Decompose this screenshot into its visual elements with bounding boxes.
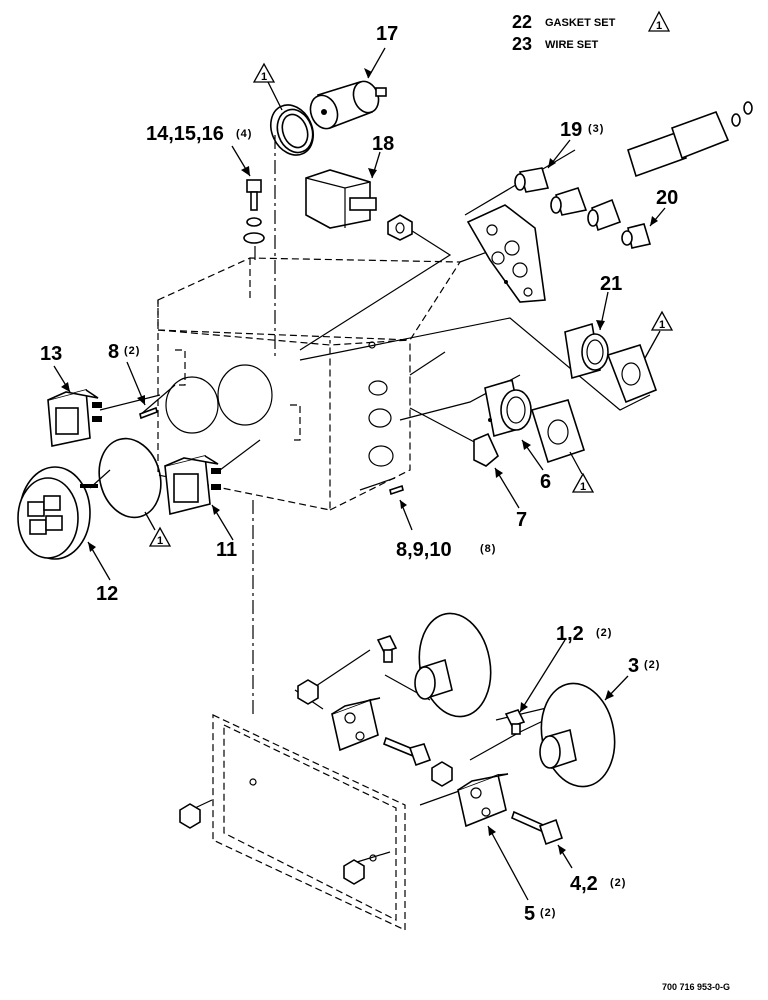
part-20-connector <box>621 223 652 249</box>
part-5-bracket-upper <box>331 697 381 752</box>
part-3-mirror-right <box>539 682 616 788</box>
gasket-flag-12: 1 <box>144 511 172 547</box>
part-23-wire-sleeve <box>627 101 753 178</box>
callout-11: 11 <box>216 539 237 561</box>
legend-text-wire-set: WIRE SET <box>545 39 598 51</box>
gasket-oring-12 <box>98 437 162 519</box>
callout-8-label: 8 <box>108 341 119 363</box>
part-1-2-bolt-lower <box>504 709 526 735</box>
callout-3: 3 (2) <box>628 655 660 677</box>
callout-12: 12 <box>96 583 118 605</box>
nut-upper <box>297 679 319 705</box>
nut-plate-left <box>179 803 201 829</box>
gasket-ring-17 <box>270 104 314 156</box>
callout-8-9-10-qty: (8) <box>480 543 496 555</box>
callout-19-qty: (3) <box>588 123 604 135</box>
part-1-2-bolt-upper <box>376 635 398 663</box>
callout-7: 7 <box>516 509 527 531</box>
part-14-16-screw-washers <box>243 179 265 244</box>
gasket-flag-21-text: 1 <box>659 319 665 331</box>
leader-lines <box>53 47 666 901</box>
callout-8-9-10: 8,9,10 (8) <box>396 539 496 561</box>
part-19-connector-a <box>514 167 550 193</box>
housing-box <box>157 257 462 511</box>
cover-plate <box>212 500 406 931</box>
callout-13-label: 13 <box>40 343 62 365</box>
part-4-2-bolt-upper <box>383 736 432 767</box>
part-21-receptacle <box>564 322 658 404</box>
callout-12-label: 12 <box>96 583 118 605</box>
callout-1-2-label: 1,2 <box>556 623 584 645</box>
drawing-number: 700 716 953-0-G <box>662 982 730 992</box>
callout-8-qty: (2) <box>124 345 140 357</box>
gasket-flag-21: 1 <box>644 310 674 359</box>
callout-8-9-10-label: 8,9,10 <box>396 539 452 561</box>
callout-21: 21 <box>600 273 622 295</box>
part-19-connector-c <box>587 198 622 232</box>
gasket-flag-12-text: 1 <box>157 535 163 547</box>
callout-4-2-qty: (2) <box>610 877 626 889</box>
callout-3-qty: (2) <box>644 659 660 671</box>
callout-5-qty: (2) <box>540 907 556 919</box>
legend-number-22: 22 <box>512 12 532 32</box>
part-3-mirror-left <box>414 612 492 718</box>
callout-1-2-qty: (2) <box>596 627 612 639</box>
part-8-screw <box>139 406 158 420</box>
legend: 22 GASKET SET 1 23 WIRE SET <box>512 10 671 54</box>
callout-6: 6 <box>540 471 551 493</box>
callout-21-label: 21 <box>600 273 622 295</box>
callout-4-2-label: 4,2 <box>570 873 598 895</box>
gasket-symbol-triangle: 1 <box>647 10 671 32</box>
callout-20: 20 <box>656 187 678 209</box>
callout-13: 13 <box>40 343 62 365</box>
legend-number-23: 23 <box>512 34 532 54</box>
gasket-flag-17-text: 1 <box>261 71 267 83</box>
callout-14-16: 14,15,16 (4) <box>146 123 252 145</box>
nut-plate-right <box>343 859 365 885</box>
callout-5-label: 5 <box>524 903 535 925</box>
part-9-screw <box>389 484 404 496</box>
callout-19-label: 19 <box>560 119 582 141</box>
callout-4-2: 4,2 (2) <box>570 873 626 895</box>
part-18-circuit-breaker <box>305 169 413 241</box>
legend-text-gasket-set: GASKET SET <box>545 17 616 29</box>
callout-1-2: 1,2 (2) <box>556 623 612 645</box>
part-11-rocker-switch <box>164 455 221 515</box>
callout-19: 19 (3) <box>560 119 604 141</box>
callout-5: 5 (2) <box>524 903 556 925</box>
part-6-receptacle <box>484 378 586 464</box>
part-5-bracket-lower <box>457 773 509 828</box>
callout-14-16-label: 14,15,16 <box>146 123 224 145</box>
callout-6-label: 6 <box>540 471 551 493</box>
part-13-rocker-switch <box>47 388 102 447</box>
gasket-symbol-text: 1 <box>656 20 662 32</box>
part-19-20-connector-plate <box>466 204 546 303</box>
part-19-connector-b <box>550 187 588 216</box>
callout-17-label: 17 <box>376 23 398 45</box>
part-12-gauge <box>17 466 98 560</box>
gasket-flag-17: 1 <box>252 62 283 111</box>
part-17-switch <box>276 80 387 154</box>
callout-11-label: 11 <box>216 539 237 561</box>
gasket-flag-6: 1 <box>569 451 595 493</box>
gasket-flag-6-text: 1 <box>580 481 586 493</box>
callout-3-label: 3 <box>628 655 639 677</box>
nut-mid <box>431 761 453 787</box>
callout-7-label: 7 <box>516 509 527 531</box>
callout-18: 18 <box>372 133 394 155</box>
callout-17: 17 <box>376 23 398 45</box>
callout-8: 8 (2) <box>108 341 140 363</box>
callout-20-label: 20 <box>656 187 678 209</box>
part-4-2-bolt-lower <box>511 810 564 846</box>
part-7-cap <box>473 432 499 467</box>
callout-14-16-qty: (4) <box>236 128 252 140</box>
callout-18-label: 18 <box>372 133 394 155</box>
